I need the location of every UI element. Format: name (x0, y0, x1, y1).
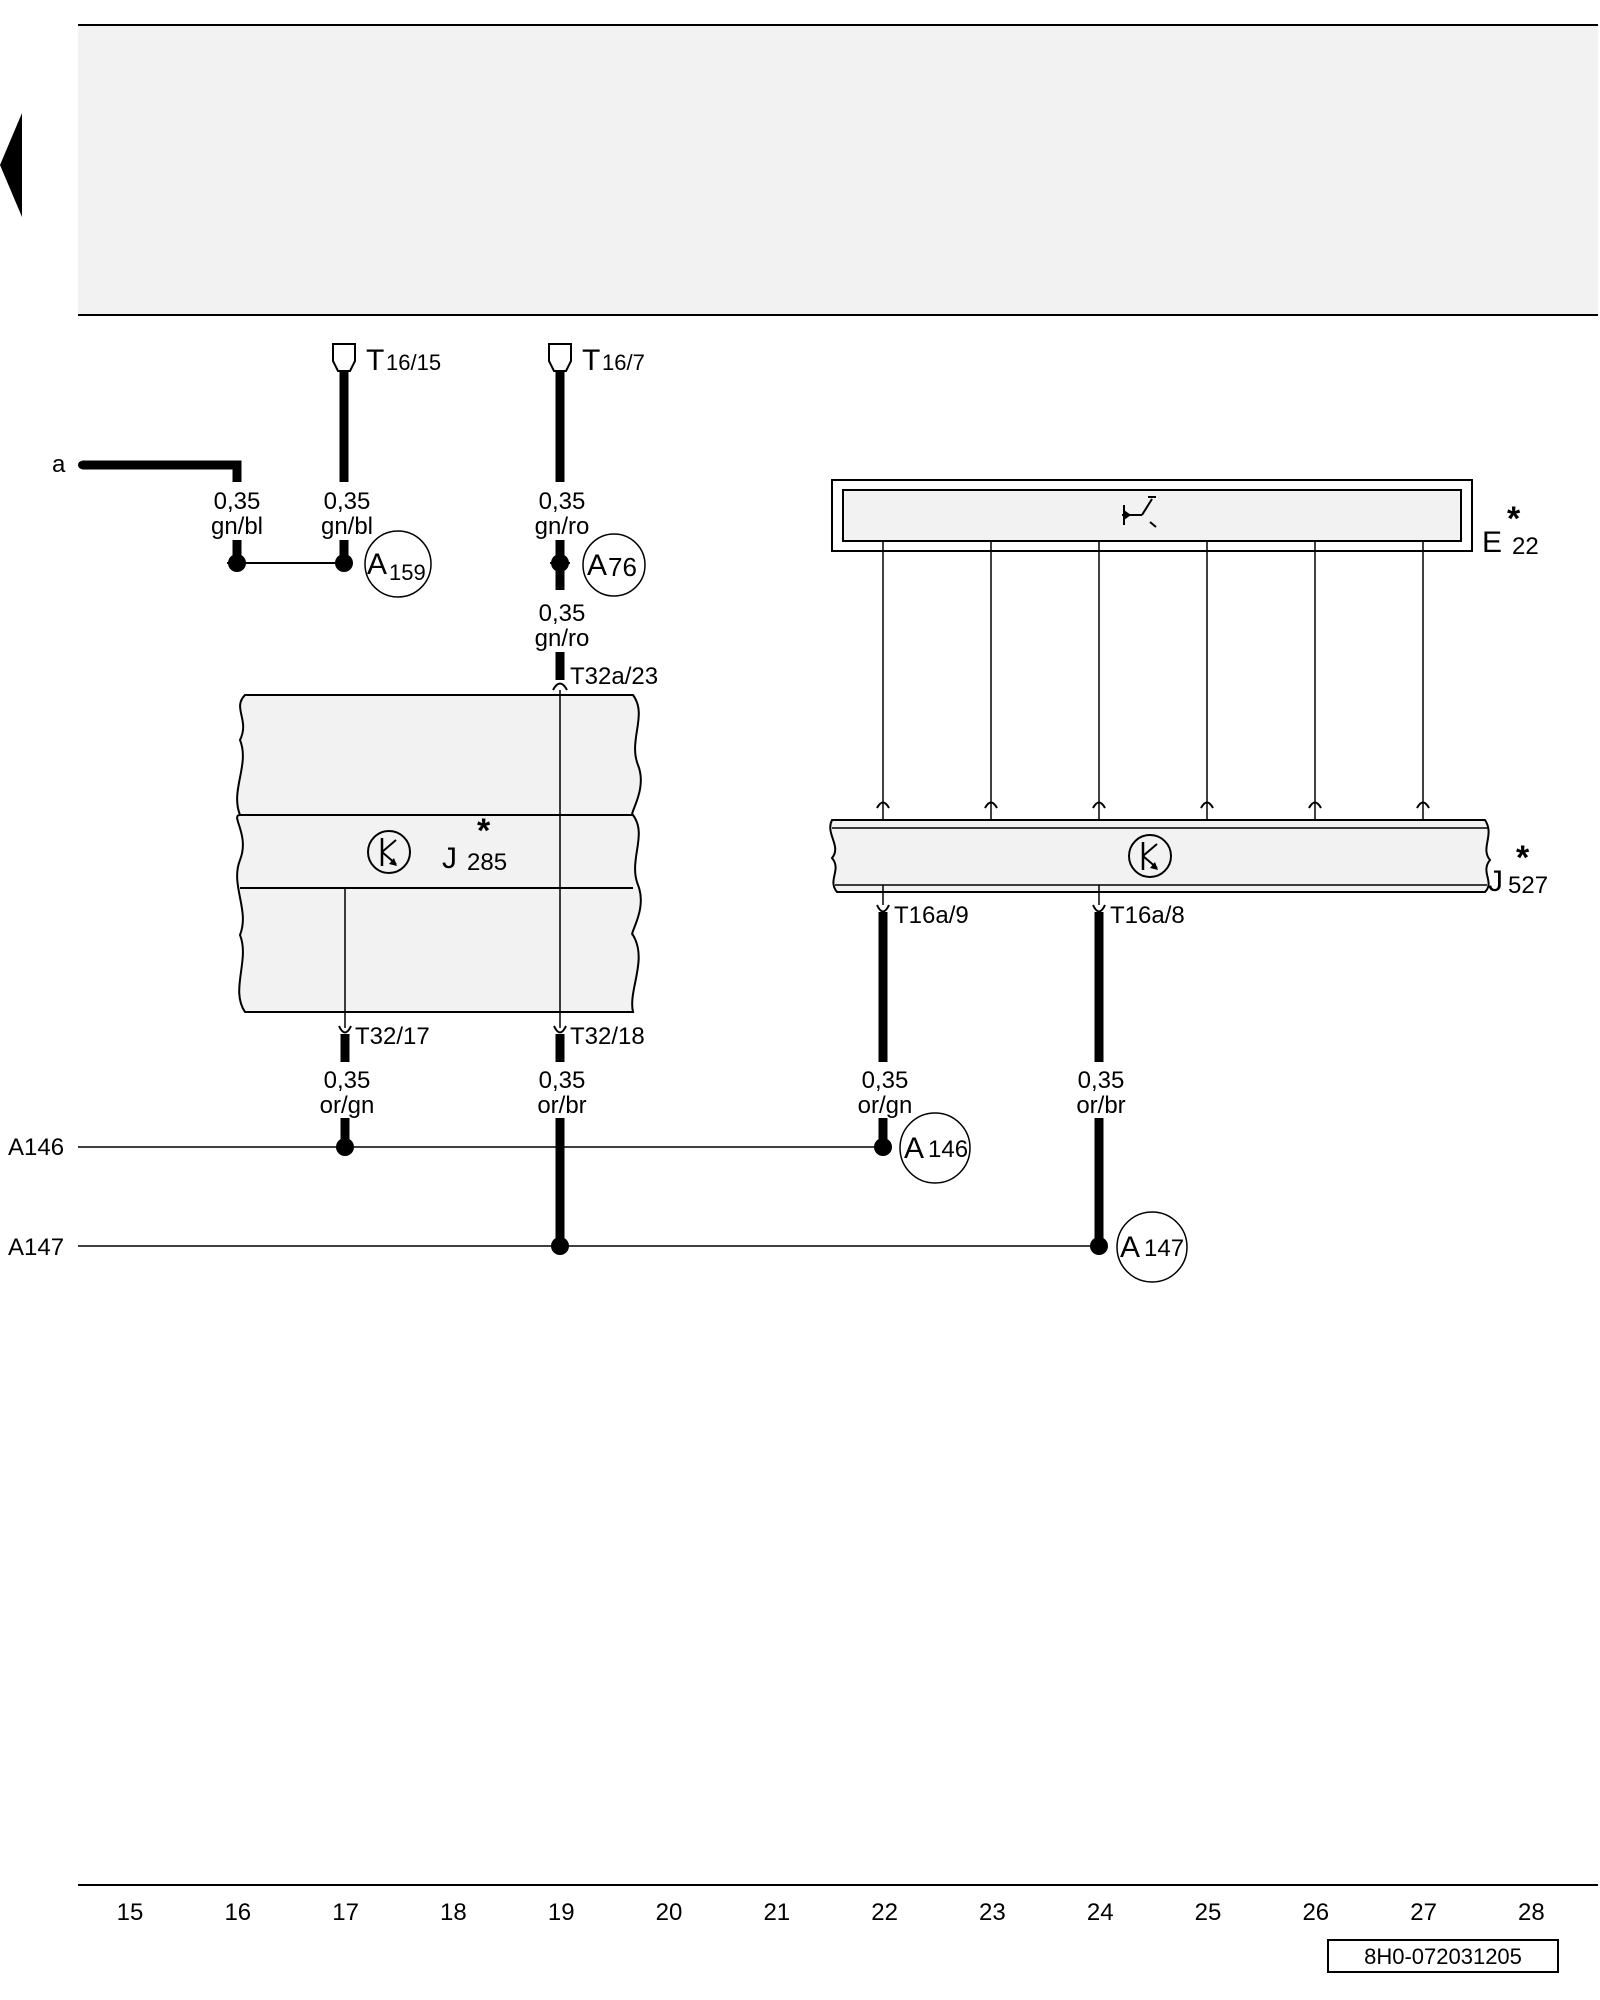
pin-t32a-23: T32a/23 (570, 663, 658, 690)
track-number: 28 (1518, 1899, 1545, 1926)
track-number: 23 (979, 1899, 1006, 1926)
splice-a159: A 159 (364, 530, 432, 598)
wire-t16a-9-color: or/gn (858, 1092, 913, 1119)
switch-icon (1122, 496, 1157, 528)
track-number: 18 (440, 1899, 467, 1926)
pin-t32-18: T32/18 (570, 1023, 645, 1050)
track-number: 27 (1410, 1899, 1437, 1926)
wire-t16-7-size: 0,35 (539, 488, 586, 515)
splice-a76-letter: A (587, 549, 607, 582)
wire-t16a-9-size: 0,35 (862, 1067, 909, 1094)
connector-t16-7-number: 16/7 (602, 350, 645, 375)
track-number: 15 (117, 1899, 144, 1926)
wire-a-size: 0,35 (214, 488, 261, 515)
component-e22-number: 22 (1512, 533, 1539, 560)
doc-number-box (1327, 1939, 1559, 1973)
splice-a147-number: 147 (1144, 1235, 1184, 1262)
track-numbers: 15 16 17 18 19 20 21 22 23 24 25 26 27 28 (117, 1899, 1545, 1926)
bus-a146-label: A146 (8, 1134, 64, 1161)
doc-number: 8H0-072031205 (1364, 1944, 1522, 1969)
track-number: 17 (332, 1899, 359, 1926)
splice-a147: A 147 (1116, 1211, 1188, 1283)
track-number: 20 (656, 1899, 683, 1926)
component-j527-letter: J (1488, 865, 1503, 898)
component-j527 (829, 819, 1492, 893)
track-number: 22 (871, 1899, 898, 1926)
connector-t16-15: T 16/15 (332, 343, 441, 377)
bus-a147-label: A147 (8, 1234, 64, 1261)
track-number: 24 (1087, 1899, 1114, 1926)
splice-a76: A 76 (582, 533, 646, 597)
connector-t16-15-number: 16/15 (386, 350, 441, 375)
transistor-icon (1128, 834, 1172, 878)
component-j527-mark: * (1516, 839, 1530, 877)
component-j285-number: 285 (467, 849, 507, 876)
splice-a146-letter: A (904, 1132, 924, 1165)
track-number: 26 (1302, 1899, 1329, 1926)
splice-a146-number: 146 (928, 1136, 968, 1163)
transistor-icon (367, 830, 411, 874)
component-j285-letter: J (442, 842, 457, 875)
wire-t32-18-color: or/br (537, 1092, 586, 1119)
track-number: 16 (224, 1899, 251, 1926)
wire-t32a-23-size: 0,35 (539, 600, 586, 627)
track-number: 19 (548, 1899, 575, 1926)
component-j285 (236, 694, 642, 1013)
splice-a159-number: 159 (389, 560, 426, 585)
track-number: 21 (763, 1899, 790, 1926)
connector-t16-7: T 16/7 (548, 343, 645, 377)
wire-a-color: gn/bl (211, 513, 263, 540)
component-j527-number: 527 (1508, 872, 1548, 899)
wire-t32a-23-color: gn/ro (535, 625, 590, 652)
splice-a159-letter: A (367, 548, 387, 581)
wire-t32-17-color: or/gn (320, 1092, 375, 1119)
component-j285-mark: * (477, 812, 491, 850)
input-a-label: a (52, 451, 66, 478)
splice-a76-number: 76 (608, 552, 637, 582)
pin-t32-17: T32/17 (355, 1023, 430, 1050)
splice-a146: A 146 (899, 1112, 971, 1184)
track-number: 25 (1195, 1899, 1222, 1926)
component-e22 (831, 479, 1473, 552)
wire-t16-15-size: 0,35 (324, 488, 371, 515)
wire-t16a-8-color: or/br (1076, 1092, 1125, 1119)
splice-a147-letter: A (1120, 1231, 1140, 1264)
pin-t16a-9: T16a/9 (894, 902, 969, 929)
page-back-arrow-icon[interactable] (0, 113, 22, 217)
wire-t16a-8-size: 0,35 (1078, 1067, 1125, 1094)
header-band (78, 25, 1598, 315)
component-e22-mark: * (1507, 500, 1521, 538)
wire-t32-17-size: 0,35 (324, 1067, 371, 1094)
wire-t16-15-color: gn/bl (321, 513, 373, 540)
e22-j527-connections (876, 541, 1430, 830)
pin-t16a-8: T16a/8 (1110, 902, 1185, 929)
wire-t32-18-size: 0,35 (539, 1067, 586, 1094)
connector-t16-7-letter: T (582, 344, 600, 377)
connector-t16-15-letter: T (366, 344, 384, 377)
wire-a (82, 460, 242, 482)
wire-t16-7-color: gn/ro (535, 513, 590, 540)
component-e22-letter: E (1482, 526, 1502, 559)
